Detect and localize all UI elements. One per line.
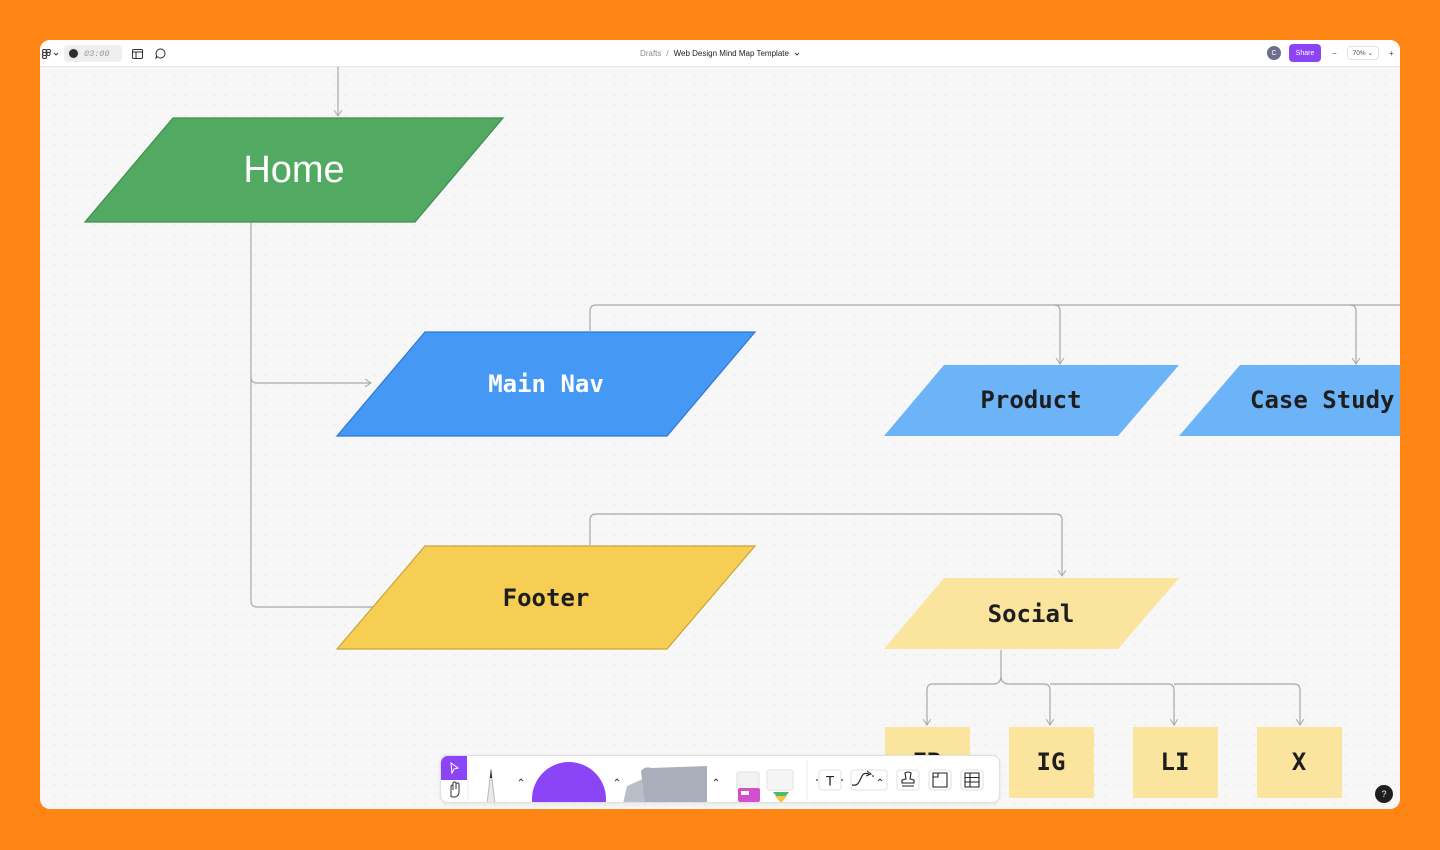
stamp-icon [901, 771, 915, 787]
section-icon [932, 772, 948, 788]
section-tool[interactable] [928, 769, 952, 791]
comment-icon [155, 48, 166, 59]
breadcrumb: Drafts / Web Design Mind Map Template [40, 40, 1400, 67]
connector-social-trunk [927, 650, 1002, 725]
share-button[interactable]: Share [1289, 44, 1321, 62]
node-case-study-label: Case Study [1250, 386, 1395, 414]
node-x[interactable]: X [1257, 727, 1342, 798]
top-bar: 03:00 Drafts / Web Design Mind Map Templ… [40, 40, 1400, 67]
node-main-nav[interactable]: Main Nav [335, 331, 757, 437]
node-product[interactable]: Product [884, 365, 1179, 436]
node-x-label: X [1292, 748, 1307, 776]
node-li-label: LI [1161, 748, 1190, 776]
node-home[interactable]: Home [83, 117, 505, 223]
breadcrumb-drafts[interactable]: Drafts [640, 49, 662, 58]
file-title[interactable]: Web Design Mind Map Template [673, 49, 789, 58]
zoom-level-dropdown[interactable]: 70% ⌄ [1346, 46, 1379, 60]
hand-tool[interactable] [450, 781, 460, 798]
timer-avatar-icon [67, 47, 80, 60]
node-ig-label: IG [1037, 748, 1066, 776]
hand-icon [450, 781, 460, 798]
connector-footer-social [589, 513, 1062, 576]
user-avatar[interactable]: C [1267, 46, 1281, 60]
node-li[interactable]: LI [1133, 727, 1218, 798]
templates-icon [736, 771, 760, 791]
help-button[interactable]: ? [1375, 785, 1393, 803]
chevron-down-icon [53, 52, 59, 56]
node-main-nav-label: Main Nav [488, 370, 604, 398]
toolbar-graphics: T [441, 756, 984, 803]
shape-icon [532, 762, 606, 802]
connector-tool[interactable] [850, 769, 888, 791]
connector-social-li [1050, 683, 1174, 725]
connector-social-ig [1000, 675, 1050, 725]
zoom-out-button[interactable]: − [1332, 48, 1337, 58]
text-icon: T [826, 773, 835, 789]
text-tool[interactable]: T [816, 769, 843, 791]
templates-tool[interactable] [736, 769, 794, 803]
whiteboard-canvas[interactable]: Home Main Nav Product Case Study Footer … [40, 40, 1400, 809]
node-social[interactable]: Social [884, 578, 1179, 649]
timer-value: 03:00 [84, 48, 110, 59]
connector-icon [851, 772, 870, 786]
connectors [250, 64, 1400, 725]
chevron-up-icon [614, 778, 620, 782]
select-icon [450, 761, 460, 775]
node-home-label: Home [243, 149, 344, 191]
breadcrumb-separator: / [666, 49, 669, 58]
chevron-up-icon [877, 778, 883, 782]
connector-home-main-nav [250, 222, 371, 383]
node-footer-label: Footer [503, 584, 590, 612]
select-tool[interactable] [441, 756, 467, 780]
sticky-note-tool[interactable] [623, 766, 719, 803]
app-window: Home Main Nav Product Case Study Footer … [40, 40, 1400, 809]
zoom-controls: − 70% ⌄ + [1332, 44, 1394, 62]
comment-button[interactable] [155, 40, 166, 67]
shape-tool[interactable] [532, 762, 620, 803]
table-icon [964, 772, 980, 788]
node-ig[interactable]: IG [1009, 727, 1094, 798]
layout-panel-button[interactable] [132, 40, 143, 67]
connector-to-case-study [1349, 304, 1356, 364]
connector-social-x [1174, 683, 1300, 725]
chevron-down-icon[interactable] [794, 51, 800, 57]
node-social-label: Social [988, 600, 1075, 628]
node-case-study[interactable]: Case Study [1179, 365, 1400, 436]
zoom-in-button[interactable]: + [1388, 48, 1394, 58]
chevron-up-icon [713, 778, 719, 782]
main-menu-button[interactable] [42, 40, 59, 67]
marker-icon [486, 769, 496, 802]
layout-panel-icon [132, 48, 143, 59]
timer-control[interactable]: 03:00 [64, 45, 122, 62]
figjam-logo-icon [42, 48, 51, 59]
zoom-level-value: 70% [1352, 50, 1366, 57]
connector-to-product [1053, 304, 1060, 364]
marker-tool[interactable] [486, 768, 524, 803]
table-tool[interactable] [960, 769, 984, 791]
connector-home-footer [250, 377, 383, 607]
connector-main-nav-trunk [589, 304, 1400, 331]
stamp-tool[interactable] [896, 769, 920, 791]
bottom-toolbar: T [440, 755, 1000, 803]
node-product-label: Product [980, 386, 1081, 414]
chevron-up-icon [518, 778, 524, 782]
node-footer[interactable]: Footer [335, 545, 757, 650]
